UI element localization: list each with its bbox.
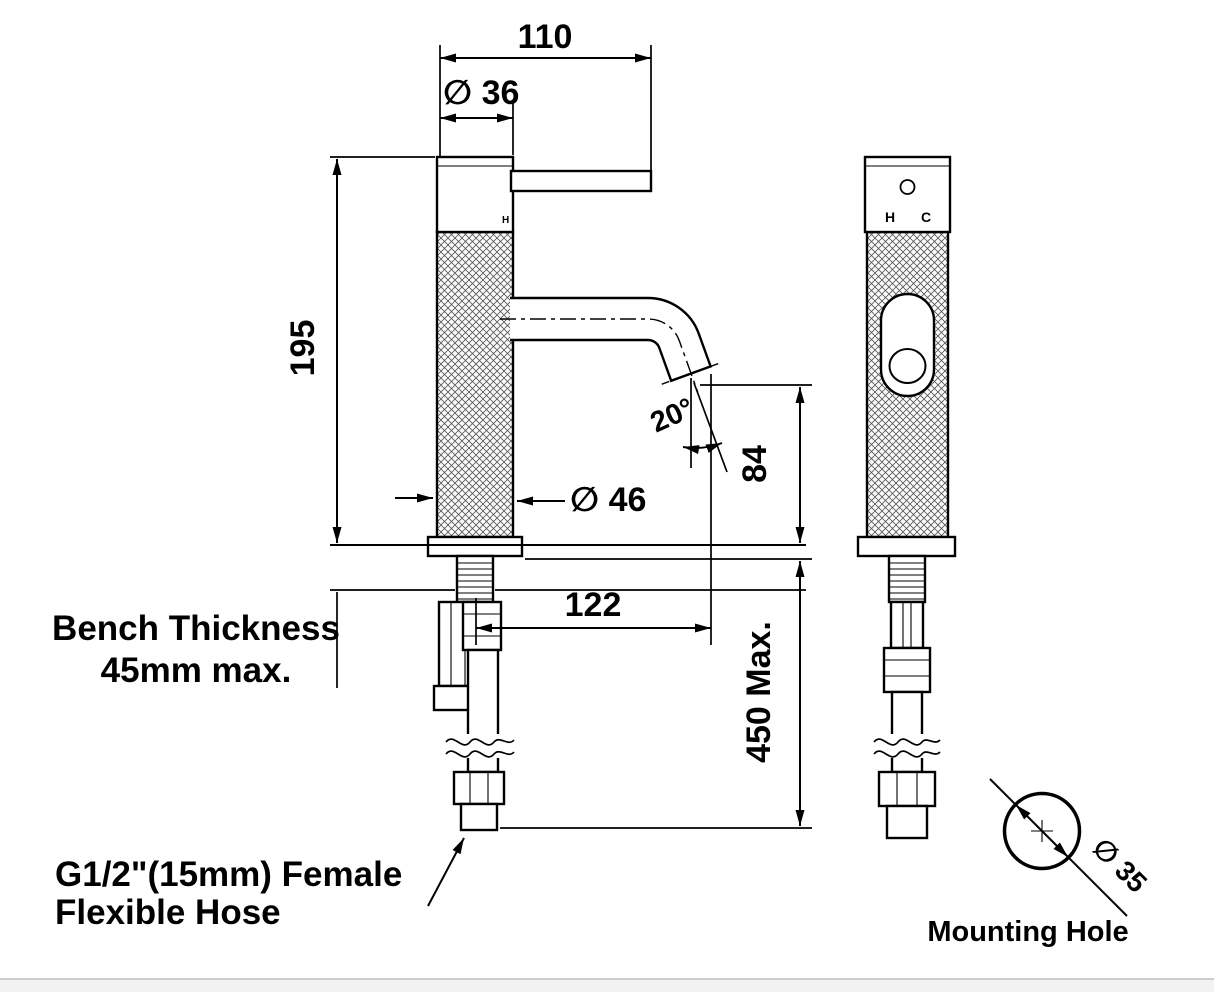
side-shank-threads — [889, 562, 925, 600]
dim-122-label: 122 — [565, 586, 622, 624]
spout-outlet-end-view — [888, 348, 927, 384]
hose-leader-line — [427, 837, 465, 907]
side-flexible-hose — [890, 690, 924, 774]
dim-450-label: 450 Max. — [740, 621, 778, 763]
hot-indicator-front: H — [502, 215, 509, 226]
side-supply-pipes — [889, 600, 925, 650]
hose-fitting — [461, 600, 503, 652]
cold-indicator-side: C — [921, 209, 931, 225]
side-hose-fitting-lines — [884, 659, 930, 677]
side-hose-fitting — [882, 646, 932, 694]
dim-46-label: ∅ 46 — [570, 481, 646, 519]
hose-fitting-lines — [463, 613, 501, 637]
hose-end-fitting — [459, 802, 499, 832]
dim-110-label: 110 — [518, 18, 573, 56]
side-hose-end-fitting — [885, 804, 929, 840]
side-break-line-lower — [873, 750, 941, 758]
side-base-flange — [856, 535, 957, 558]
side-break-line-upper — [873, 738, 941, 746]
callouts: Bench Thickness 45mm max. G1/2"(15mm) Fe… — [52, 609, 465, 932]
bench-thickness-label-line2: 45mm max. — [101, 651, 292, 690]
bench-section — [330, 544, 806, 688]
hot-indicator-side: H — [885, 209, 895, 225]
shank-threads — [457, 562, 493, 600]
bench-thickness-label-line1: Bench Thickness — [52, 609, 340, 648]
break-line-lower — [445, 750, 515, 758]
mounting-hole-detail: ∅ 35 Mounting Hole — [927, 778, 1153, 948]
outlet-face-dashed — [661, 362, 721, 385]
hose-label-line1: G1/2"(15mm) Female — [55, 855, 402, 894]
faucet-cap — [435, 155, 515, 234]
mounting-hole-arrow-upper — [1015, 804, 1043, 832]
spout-centerline — [500, 318, 699, 393]
break-line-upper — [445, 738, 515, 746]
dim-35-label: ∅ 35 — [1087, 832, 1153, 898]
hex-nut-facets — [469, 772, 489, 804]
lever-handle — [509, 169, 653, 193]
hose-label-line2: Flexible Hose — [55, 893, 281, 932]
faucet-body-knurled — [435, 230, 515, 539]
side-hex-nut-facets — [896, 772, 918, 806]
side-supply-pipe-lines — [902, 602, 912, 648]
dim-84-label: 84 — [736, 445, 774, 483]
mounting-hole-label: Mounting Hole — [927, 916, 1128, 948]
hose-hex-nut — [452, 770, 506, 806]
dim-195-label: 195 — [284, 320, 322, 377]
base-flange — [426, 535, 524, 558]
front-view: H — [426, 155, 721, 832]
dim-110-extensions — [439, 45, 652, 171]
side-hose-hex-nut — [877, 770, 937, 808]
mounting-hole-arrow-lower — [1041, 830, 1069, 858]
page-edge-strip — [0, 979, 1214, 992]
spout-outline — [510, 296, 713, 383]
side-mounting-shank — [887, 554, 927, 604]
dim-36-label: ∅ 36 — [443, 74, 519, 112]
side-view: H C — [856, 155, 957, 840]
angle-arc — [682, 442, 723, 455]
cap-screw-icon — [899, 179, 916, 195]
dimensions: 110 ∅ 36 195 20° 84 ∅ 46 122 450 Max. — [284, 18, 812, 829]
